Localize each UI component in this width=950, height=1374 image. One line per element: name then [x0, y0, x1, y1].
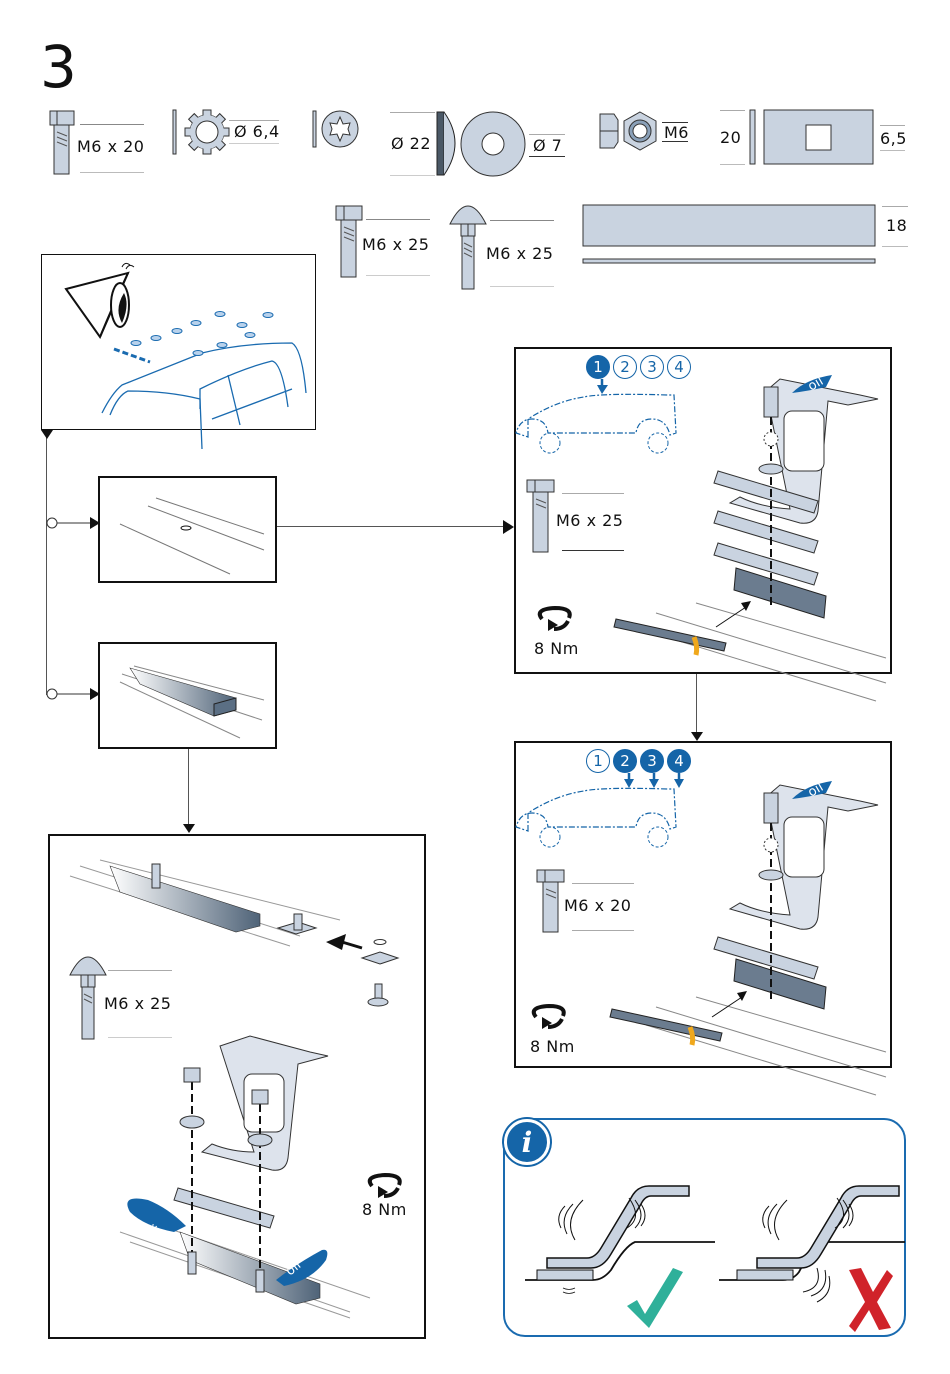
flow-line	[277, 526, 505, 527]
bracket-track-illustration: oil oil	[110, 1032, 370, 1332]
hex-bolt-icon	[334, 205, 364, 279]
flow-arrow-icon	[182, 824, 196, 834]
dim-line	[80, 124, 144, 125]
dim-line	[880, 125, 905, 126]
torque-icon	[536, 605, 574, 633]
torque-label: 8 Nm	[530, 1037, 575, 1056]
roof-track-illustration	[100, 644, 275, 747]
hex-bolt-icon	[48, 110, 78, 176]
bolt-label: M6 x 25	[104, 994, 171, 1013]
van-roof-illustration	[72, 305, 312, 425]
part-label-carriage-bolt: M6 x 25	[486, 244, 553, 263]
info-icon-label: i	[522, 1126, 533, 1159]
flow-line	[188, 749, 189, 827]
torque-label: 8 Nm	[534, 639, 579, 658]
dim-line	[390, 112, 435, 113]
check-icon	[623, 1266, 683, 1332]
dim-line	[720, 110, 745, 111]
panel-holes-step2: 1 2 3 4 M6 x 20 8 Nm oil	[514, 741, 892, 1068]
part-label-washer-7: Ø 7	[533, 136, 562, 155]
dim-line	[229, 120, 279, 121]
dim-line	[490, 220, 554, 221]
dim-line	[720, 164, 745, 165]
hex-bolt-icon	[536, 869, 566, 935]
part-label-bolt-m6x20: M6 x 20	[77, 137, 144, 156]
square-plate-icon	[749, 109, 875, 167]
cross-icon	[845, 1266, 895, 1330]
hex-nut-icon	[598, 110, 662, 154]
dim-line	[529, 156, 565, 157]
flow-line	[696, 674, 697, 738]
option-track-box[interactable]	[98, 642, 277, 749]
part-label-nut: M6	[664, 123, 689, 142]
info-icon: i	[504, 1119, 550, 1165]
panel-holes-step1: 1 2 3 4 M6 x 25 8 Nm	[514, 347, 892, 674]
dim-line	[80, 172, 144, 173]
hex-bolt-icon	[526, 479, 556, 555]
dim-line	[490, 286, 554, 287]
step-number: 3	[40, 38, 77, 96]
dim-line	[882, 246, 908, 247]
dim-line	[390, 175, 435, 176]
part-label-washer-22: Ø 22	[391, 134, 431, 153]
branch-node-a	[46, 515, 101, 531]
part-label-plate-thickness: 6,5	[880, 129, 907, 148]
dim-line	[529, 134, 565, 135]
lock-washer-icon	[172, 108, 232, 156]
dim-line	[880, 150, 905, 151]
info-box: i	[503, 1118, 906, 1337]
branch-node-b	[46, 686, 101, 702]
dim-line	[882, 206, 908, 207]
dim-line	[229, 143, 279, 144]
carriage-bolt-icon	[448, 205, 488, 291]
part-label-strip-width: 18	[886, 216, 907, 235]
part-label-bolt-m6x25: M6 x 25	[362, 235, 429, 254]
dim-line	[366, 219, 430, 220]
dim-line	[108, 970, 172, 971]
panel-track: M6 x 25 oil oil 8 Nm	[48, 834, 426, 1339]
option-holes-box[interactable]	[98, 476, 277, 583]
inspect-roof-box	[41, 254, 316, 430]
dim-line	[366, 275, 430, 276]
bracket-assembly-illustration: oil	[606, 363, 891, 663]
part-label-lock-washer: Ø 6,4	[234, 122, 280, 141]
torque-label: 8 Nm	[362, 1200, 407, 1219]
flow-line	[46, 430, 47, 695]
star-washer-icon	[312, 110, 364, 150]
torque-icon	[366, 1172, 404, 1200]
bracket-assembly-illustration: oil	[606, 769, 891, 1069]
flow-arrow-icon	[40, 430, 54, 440]
part-label-plate-width: 20	[720, 128, 741, 147]
rubber-strip-icon	[582, 204, 878, 266]
roof-holes-illustration	[100, 478, 275, 581]
carriage-bolt-icon	[68, 956, 108, 1042]
torque-icon	[530, 1003, 568, 1031]
